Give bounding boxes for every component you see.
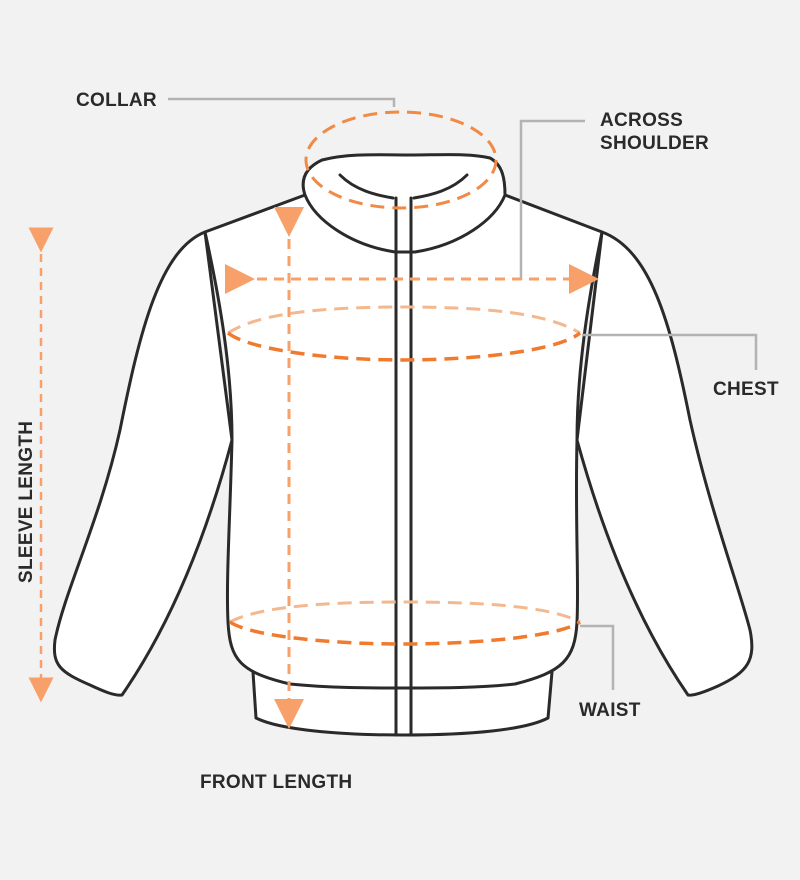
across-shoulder-label-line1: ACROSS xyxy=(600,110,683,131)
chest-label: CHEST xyxy=(713,379,779,400)
collar-inner-fold xyxy=(338,173,469,200)
chest-leader xyxy=(582,333,758,370)
waist-measure-back xyxy=(229,600,581,624)
across-shoulder-label-line2: SHOULDER xyxy=(600,133,709,154)
body xyxy=(203,193,604,690)
waist-leader xyxy=(580,624,615,690)
waist-label: WAIST xyxy=(579,700,641,721)
jacket-outline xyxy=(52,153,754,737)
collar-leader xyxy=(168,97,396,107)
waist-measure-front xyxy=(228,620,582,646)
right-sleeve xyxy=(575,230,754,697)
shoulder-leader xyxy=(519,119,585,280)
chest-measure-front xyxy=(226,331,582,362)
collar xyxy=(301,153,507,254)
sleeve-length-label: SLEEVE LENGTH xyxy=(16,421,37,583)
collar-label: COLLAR xyxy=(76,90,157,111)
front-length-label: FRONT LENGTH xyxy=(200,772,352,793)
collar-measure xyxy=(304,110,498,210)
left-sleeve xyxy=(52,230,234,697)
chest-measure-back xyxy=(227,305,581,335)
leader-lines xyxy=(168,97,758,690)
measurements xyxy=(28,110,599,729)
